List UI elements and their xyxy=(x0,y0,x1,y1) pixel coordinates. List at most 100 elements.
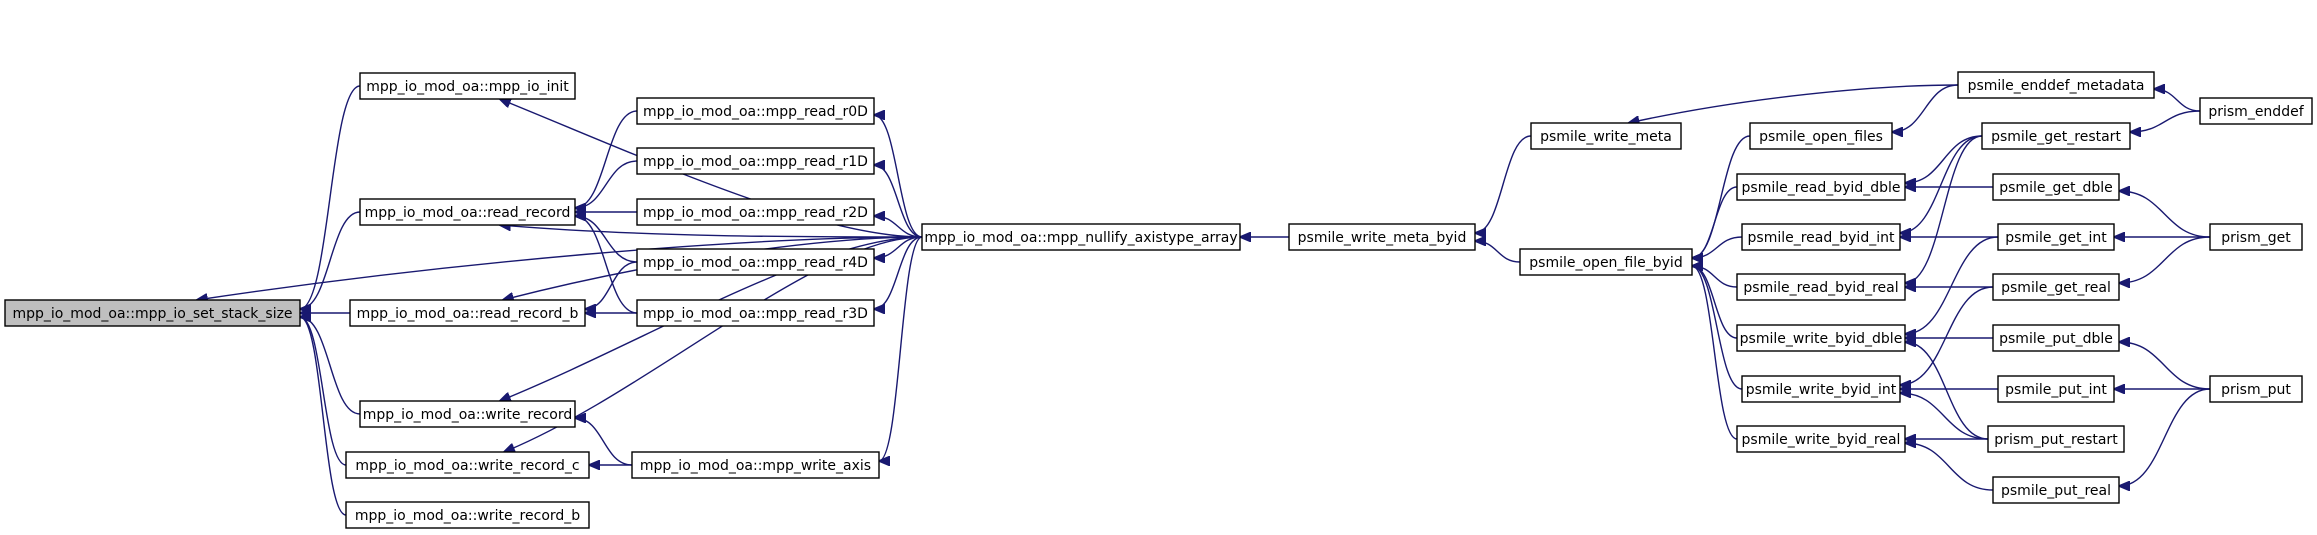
node-put-real[interactable]: psmile_put_real xyxy=(1992,476,2120,504)
edge-open_file_byid-to-write_meta_byid xyxy=(1475,241,1521,263)
edge-nullify-to-read_r0d xyxy=(874,115,923,238)
node-write-axis[interactable]: mpp_io_mod_oa::mpp_write_axis xyxy=(631,451,880,479)
edge-io_init-to-root xyxy=(300,85,361,309)
node-box xyxy=(1288,223,1476,251)
node-get-int[interactable]: psmile_get_int xyxy=(1997,223,2115,251)
node-read-r1d[interactable]: mpp_io_mod_oa::mpp_read_r1D xyxy=(636,147,875,175)
node-read-byid-dble[interactable]: psmile_read_byid_dble xyxy=(1736,173,1906,201)
node-read-record[interactable]: mpp_io_mod_oa::read_record xyxy=(359,198,576,226)
node-prism-get[interactable]: prism_get xyxy=(2209,223,2303,251)
node-write-byid-int[interactable]: psmile_write_byid_int xyxy=(1741,375,1901,403)
nodes-layer: mpp_io_mod_oa::mpp_io_set_stack_sizempp_… xyxy=(4,71,2313,529)
node-box xyxy=(636,147,875,175)
edge-nullify-to-io_init xyxy=(500,99,923,238)
node-label: prism_put xyxy=(2221,382,2291,398)
node-read-record-b[interactable]: mpp_io_mod_oa::read_record_b xyxy=(349,299,586,327)
node-box xyxy=(345,501,590,529)
node-box xyxy=(636,97,875,125)
node-write-record-c[interactable]: mpp_io_mod_oa::write_record_c xyxy=(345,451,590,479)
edge-enddef_metadata-to-write_meta xyxy=(1629,84,1959,123)
node-box xyxy=(1957,71,2155,99)
node-label: mpp_io_mod_oa::mpp_read_r3D xyxy=(643,306,868,322)
node-label: psmile_enddef_metadata xyxy=(1968,78,2145,94)
edges-layer xyxy=(197,84,2211,516)
node-box xyxy=(1992,476,2120,504)
node-label: prism_get xyxy=(2221,230,2291,246)
node-write-meta[interactable]: psmile_write_meta xyxy=(1530,122,1682,150)
node-box xyxy=(636,198,875,226)
node-label: psmile_open_file_byid xyxy=(1529,255,1682,271)
node-prism-put[interactable]: prism_put xyxy=(2209,375,2303,403)
node-read-r3d[interactable]: mpp_io_mod_oa::mpp_read_r3D xyxy=(636,299,875,327)
edge-nullify-to-read_r4d xyxy=(874,236,923,258)
node-label: psmile_read_byid_int xyxy=(1748,230,1895,246)
node-root[interactable]: mpp_io_mod_oa::mpp_io_set_stack_size xyxy=(4,299,301,327)
node-box xyxy=(1981,122,2131,150)
edge-enddef_metadata-to-open_files xyxy=(1892,84,1959,132)
node-prism-enddef[interactable]: prism_enddef xyxy=(2199,97,2313,125)
node-label: prism_put_restart xyxy=(1994,432,2118,448)
node-box xyxy=(2199,97,2313,125)
node-box xyxy=(359,198,576,226)
node-box xyxy=(1992,173,2120,201)
edge-nullify-to-write_axis xyxy=(879,236,923,461)
node-box xyxy=(1997,223,2115,251)
edge-read_r4d-to-read_record_b xyxy=(585,261,638,309)
node-label: psmile_write_meta xyxy=(1540,129,1672,145)
node-box xyxy=(1997,375,2115,403)
node-read-r4d[interactable]: mpp_io_mod_oa::mpp_read_r4D xyxy=(636,248,875,276)
node-open-file-byid[interactable]: psmile_open_file_byid xyxy=(1519,248,1693,276)
edge-put_restart-to-write_byid_dble xyxy=(1905,342,1989,440)
node-box xyxy=(359,400,576,428)
node-put-restart[interactable]: prism_put_restart xyxy=(1987,425,2125,453)
node-write-byid-real[interactable]: psmile_write_byid_real xyxy=(1736,425,1906,453)
node-write-record[interactable]: mpp_io_mod_oa::write_record xyxy=(359,400,576,428)
edge-prism_enddef-to-get_restart xyxy=(2130,110,2201,132)
edge-write_record_b-to-root xyxy=(300,317,347,516)
node-enddef-metadata[interactable]: psmile_enddef_metadata xyxy=(1957,71,2155,99)
node-box xyxy=(1530,122,1682,150)
node-read-byid-int[interactable]: psmile_read_byid_int xyxy=(1741,223,1901,251)
edge-write_byid_real-to-open_file_byid xyxy=(1692,266,1738,440)
edge-get_restart-to-read_byid_int xyxy=(1900,135,1983,233)
node-label: psmile_write_byid_dble xyxy=(1740,331,1903,347)
node-write-record-b[interactable]: mpp_io_mod_oa::write_record_b xyxy=(345,501,590,529)
node-box xyxy=(4,299,301,327)
node-get-restart[interactable]: psmile_get_restart xyxy=(1981,122,2131,150)
node-box xyxy=(1736,273,1906,301)
node-label: psmile_write_meta_byid xyxy=(1298,230,1467,246)
node-box xyxy=(2209,223,2303,251)
node-box xyxy=(345,451,590,479)
edge-nullify-to-root xyxy=(197,236,923,300)
node-get-dble[interactable]: psmile_get_dble xyxy=(1992,173,2120,201)
node-read-r2d[interactable]: mpp_io_mod_oa::mpp_read_r2D xyxy=(636,198,875,226)
edge-nullify-to-read_r3d xyxy=(874,236,923,309)
node-nullify[interactable]: mpp_io_mod_oa::mpp_nullify_axistype_arra… xyxy=(921,223,1241,251)
edge-read_r1d-to-read_record xyxy=(575,160,638,208)
node-box xyxy=(631,451,880,479)
node-put-dble[interactable]: psmile_put_dble xyxy=(1992,324,2120,352)
edge-write_axis-to-write_record xyxy=(575,418,633,466)
node-label: prism_enddef xyxy=(2208,104,2304,120)
node-box xyxy=(1992,273,2120,301)
node-get-real[interactable]: psmile_get_real xyxy=(1992,273,2120,301)
edge-read_r0d-to-read_record xyxy=(575,110,638,208)
node-io-init[interactable]: mpp_io_mod_oa::mpp_io_init xyxy=(359,72,576,100)
node-label: mpp_io_mod_oa::write_record_b xyxy=(355,508,580,524)
node-read-r0d[interactable]: mpp_io_mod_oa::mpp_read_r0D xyxy=(636,97,875,125)
edge-nullify-to-read_r2d xyxy=(874,216,923,238)
node-write-meta-byid[interactable]: psmile_write_meta_byid xyxy=(1288,223,1476,251)
edge-prism_get-to-get_dble xyxy=(2119,191,2211,238)
node-read-byid-real[interactable]: psmile_read_byid_real xyxy=(1736,273,1906,301)
node-box xyxy=(2209,375,2303,403)
node-put-int[interactable]: psmile_put_int xyxy=(1997,375,2115,403)
edge-prism_get-to-get_real xyxy=(2119,236,2211,283)
node-write-byid-dble[interactable]: psmile_write_byid_dble xyxy=(1736,324,1906,352)
node-box xyxy=(1736,173,1906,201)
edge-prism_enddef-to-enddef_metadata xyxy=(2154,89,2201,112)
edge-get_restart-to-read_byid_real xyxy=(1905,135,1983,283)
node-label: psmile_put_int xyxy=(2005,382,2107,398)
node-open-files[interactable]: psmile_open_files xyxy=(1749,122,1893,150)
node-box xyxy=(359,72,576,100)
node-label: psmile_get_restart xyxy=(1991,129,2121,145)
